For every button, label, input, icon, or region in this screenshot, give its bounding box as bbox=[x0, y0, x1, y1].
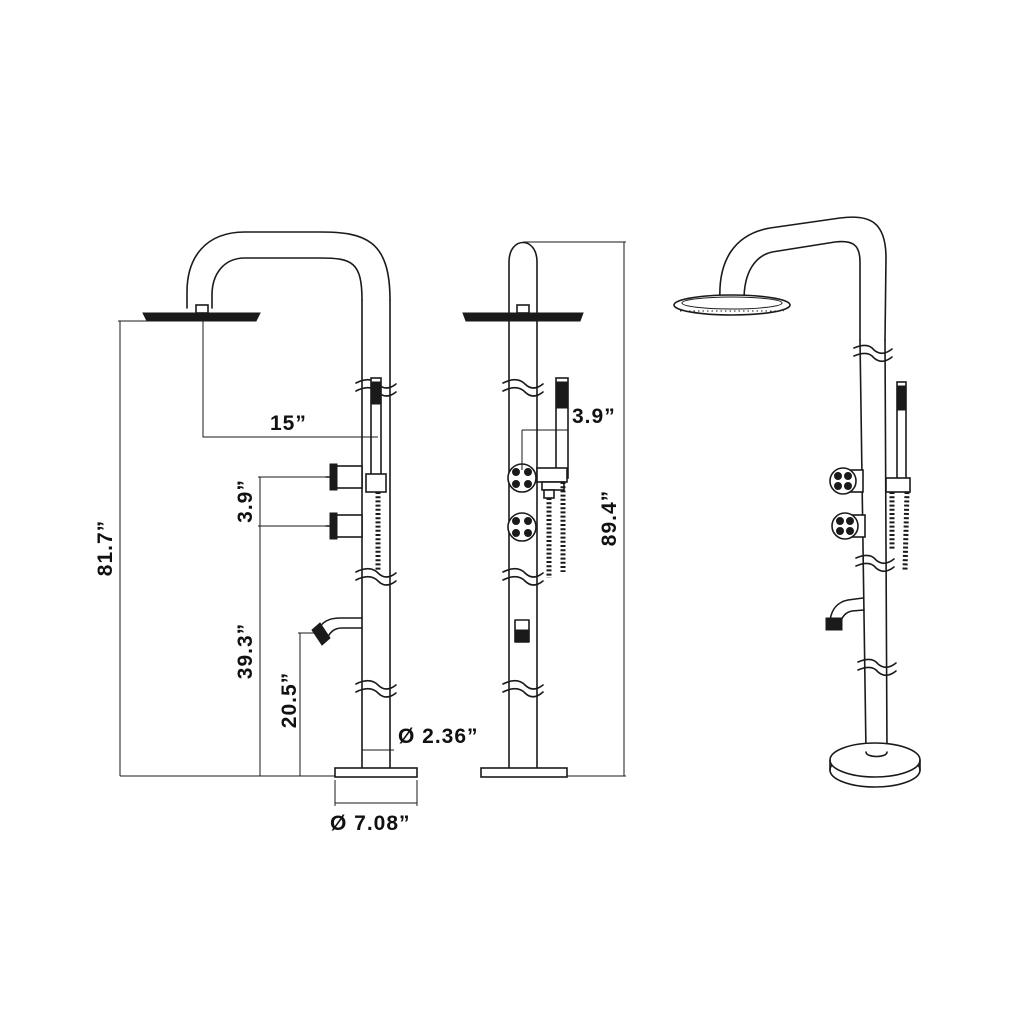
front-base-plate bbox=[334, 767, 418, 778]
side-valve-lower bbox=[507, 512, 537, 542]
side-base-plate bbox=[480, 767, 568, 778]
perspective-break-marks bbox=[853, 344, 897, 677]
front-tub-spout bbox=[311, 617, 363, 646]
front-valve-lower bbox=[325, 512, 363, 540]
side-view bbox=[462, 241, 584, 778]
dim-outlet-reach: 15” bbox=[270, 412, 307, 435]
front-dimension-lines bbox=[118, 320, 418, 806]
perspective-tub-spout bbox=[825, 597, 865, 631]
perspective-view bbox=[673, 216, 921, 788]
dim-valve-spacing-front: 3.9” bbox=[234, 479, 257, 523]
dim-overall-height: 89.4” bbox=[598, 490, 621, 546]
perspective-valve-upper bbox=[829, 467, 864, 495]
front-arm-connector bbox=[195, 304, 209, 314]
perspective-hand-shower bbox=[885, 381, 911, 571]
perspective-valve-lower bbox=[831, 512, 866, 540]
front-valve-upper bbox=[325, 463, 363, 491]
dim-pipe-diameter: Ø 2.36” bbox=[398, 725, 479, 748]
dim-valve-height: 39.3” bbox=[234, 623, 257, 679]
side-hand-shower bbox=[536, 377, 569, 578]
side-spout bbox=[514, 619, 530, 643]
dim-handshower-offset: 3.9” bbox=[572, 405, 616, 428]
perspective-shower-head bbox=[673, 294, 791, 316]
front-hand-shower bbox=[365, 377, 387, 570]
dim-overall-height-to-head: 81.7” bbox=[94, 520, 117, 576]
side-break-marks bbox=[502, 378, 544, 698]
side-column bbox=[508, 241, 538, 769]
dim-base-diameter: Ø 7.08” bbox=[330, 812, 411, 835]
front-gooseneck-arm bbox=[186, 231, 391, 309]
front-view bbox=[142, 231, 418, 778]
front-shower-head bbox=[142, 312, 261, 322]
dim-spout-height: 20.5” bbox=[278, 672, 301, 728]
perspective-arm bbox=[719, 216, 887, 341]
perspective-base bbox=[829, 742, 921, 788]
side-shower-head bbox=[462, 312, 584, 322]
side-arm-connector bbox=[516, 304, 530, 314]
perspective-column bbox=[859, 339, 888, 753]
side-dimension-lines bbox=[521, 241, 626, 777]
